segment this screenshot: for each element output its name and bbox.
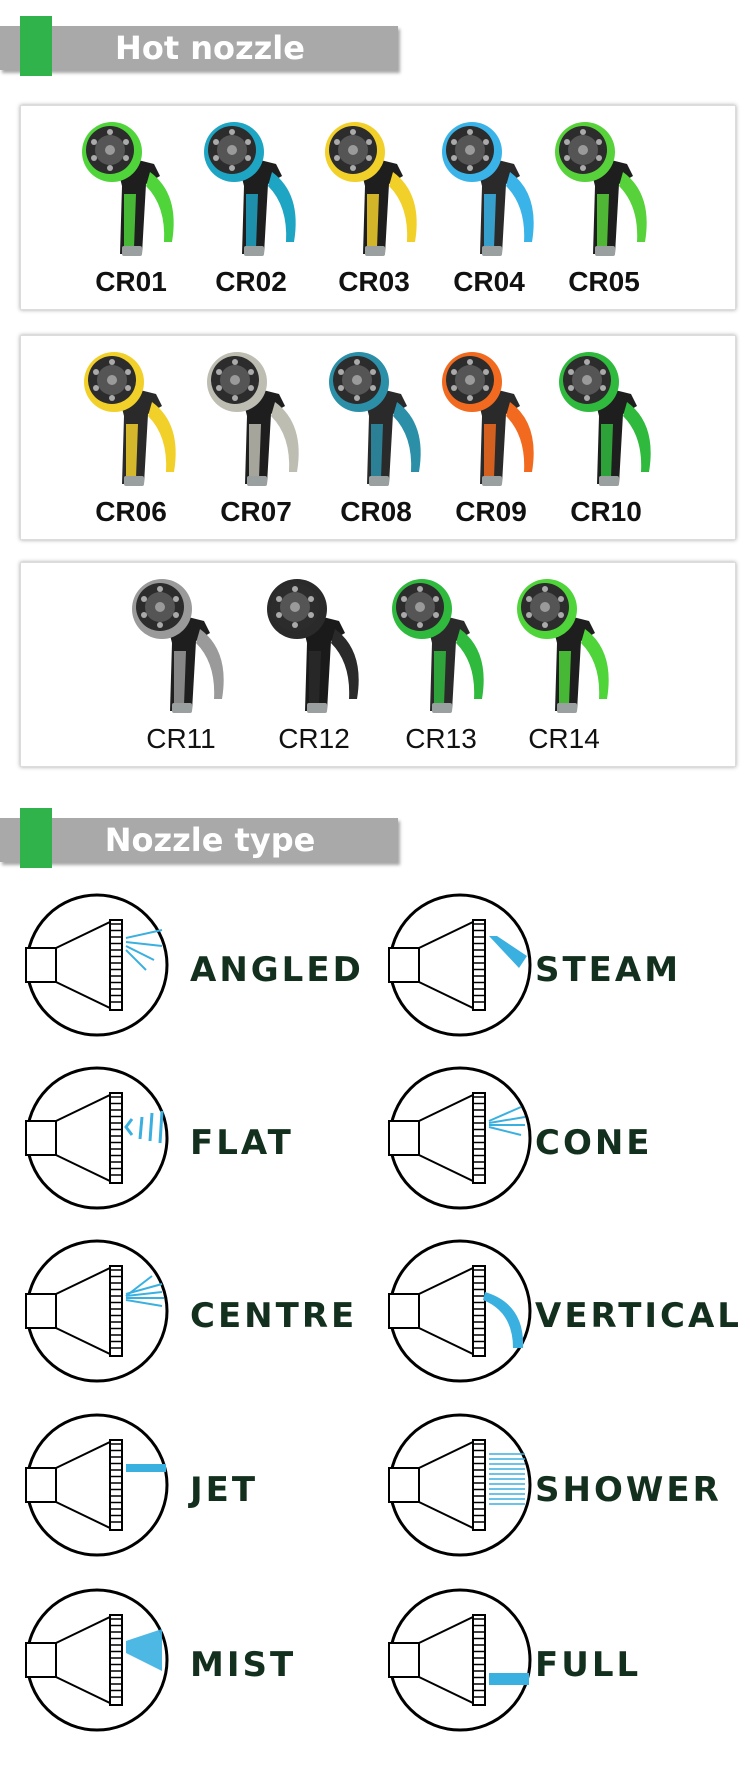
product-code: CR11: [146, 723, 216, 754]
spray-nozzle-icon: [267, 579, 359, 713]
spray-nozzle-icon: [442, 352, 534, 486]
full-spray-icon: [388, 1588, 532, 1732]
product-item[interactable]: CR14: [499, 571, 629, 755]
product-code: CR12: [278, 723, 350, 754]
spray-nozzle-icon: [204, 122, 296, 256]
product-code: CR13: [405, 723, 477, 754]
nozzle-type-label: ANGLED: [190, 950, 364, 990]
jet-spray-icon: [25, 1413, 169, 1557]
hot-nozzle-title: Hot nozzle: [115, 29, 305, 67]
nozzle-type-item: FLAT: [22, 1063, 382, 1223]
spray-nozzle-icon: [84, 352, 176, 486]
product-item[interactable]: CR07: [191, 344, 321, 528]
product-item[interactable]: CR10: [541, 344, 671, 528]
product-item[interactable]: CR03: [309, 114, 439, 298]
product-code: CR08: [340, 496, 412, 527]
hot-nozzle-header: Hot nozzle: [0, 16, 400, 76]
product-item[interactable]: CR01: [66, 114, 196, 298]
product-item[interactable]: CR02: [186, 114, 316, 298]
angled-spray-icon: [25, 893, 169, 1037]
product-item[interactable]: CR12: [249, 571, 379, 755]
product-item[interactable]: CR05: [539, 114, 669, 298]
product-item[interactable]: CR08: [311, 344, 441, 528]
product-item[interactable]: CR11: [116, 571, 246, 755]
product-code: CR10: [570, 496, 642, 527]
product-code: CR09: [455, 496, 527, 527]
product-code: CR14: [528, 723, 600, 754]
nozzle-type-item: CONE: [385, 1063, 745, 1223]
product-item[interactable]: CR04: [424, 114, 554, 298]
product-code: CR05: [568, 266, 640, 297]
nozzle-type-title: Nozzle type: [104, 821, 316, 859]
steam-spray-icon: [388, 893, 532, 1037]
nozzle-type-item: JET: [22, 1410, 382, 1570]
header-bar: [0, 818, 398, 862]
spray-nozzle-icon: [132, 579, 224, 713]
spray-nozzle-icon: [555, 122, 647, 256]
nozzle-type-label: CONE: [535, 1123, 653, 1163]
nozzle-type-item: ANGLED: [22, 890, 382, 1050]
header-bar: [0, 26, 398, 70]
spray-nozzle-icon: [82, 122, 174, 256]
nozzle-type-label: CENTRE: [190, 1296, 358, 1336]
cone-spray-icon: [388, 1066, 532, 1210]
spray-nozzle-icon: [325, 122, 417, 256]
nozzle-type-label: FLAT: [190, 1123, 294, 1163]
mist-spray-icon: [25, 1588, 169, 1732]
spray-nozzle-icon: [517, 579, 609, 713]
product-panel-row-1: CR01 CR02 CR03: [20, 105, 736, 310]
product-code: CR01: [95, 266, 167, 297]
nozzle-type-label: SHOWER: [535, 1470, 722, 1510]
nozzle-type-label: STEAM: [535, 950, 682, 990]
spray-nozzle-icon: [207, 352, 299, 486]
flat-spray-icon: [25, 1066, 169, 1210]
centre-spray-icon: [25, 1239, 169, 1383]
product-code: CR04: [453, 266, 525, 297]
nozzle-type-label: JET: [190, 1470, 259, 1510]
nozzle-type-item: FULL: [385, 1585, 745, 1745]
shower-spray-icon: [388, 1413, 532, 1557]
product-code: CR03: [338, 266, 410, 297]
nozzle-type-label: MIST: [190, 1645, 297, 1685]
header-accent: [20, 808, 52, 868]
product-panel-row-2: CR06 CR07 CR08: [20, 335, 736, 540]
product-code: CR02: [215, 266, 287, 297]
product-item[interactable]: CR06: [66, 344, 196, 528]
spray-nozzle-icon: [559, 352, 651, 486]
nozzle-type-item: CENTRE: [22, 1236, 382, 1396]
product-code: CR07: [220, 496, 292, 527]
header-accent: [20, 16, 52, 76]
nozzle-type-item: MIST: [22, 1585, 382, 1745]
nozzle-type-item: STEAM: [385, 890, 745, 1050]
spray-nozzle-icon: [392, 579, 484, 713]
product-item[interactable]: CR09: [426, 344, 556, 528]
product-item[interactable]: CR13: [376, 571, 506, 755]
vertical-spray-icon: [388, 1239, 532, 1383]
nozzle-type-label: FULL: [535, 1645, 642, 1685]
nozzle-type-item: SHOWER: [385, 1410, 745, 1570]
nozzle-type-header: Nozzle type: [0, 808, 400, 868]
product-code: CR06: [95, 496, 167, 527]
spray-nozzle-icon: [442, 122, 534, 256]
spray-nozzle-icon: [329, 352, 421, 486]
nozzle-type-item: VERTICAL: [385, 1236, 745, 1396]
product-panel-row-3: CR11 CR12 CR13: [20, 562, 736, 767]
nozzle-type-label: VERTICAL: [535, 1296, 742, 1336]
